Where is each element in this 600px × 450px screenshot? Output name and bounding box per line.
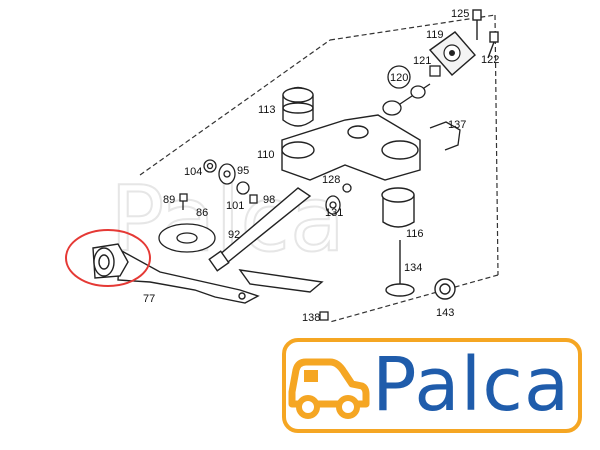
highlighted-bushing bbox=[92, 243, 129, 279]
bolt-125 bbox=[472, 9, 482, 40]
label-131: 131 bbox=[325, 207, 343, 219]
highlight-circle bbox=[65, 229, 151, 287]
washer-131 bbox=[325, 195, 341, 215]
label-125: 125 bbox=[451, 8, 469, 20]
washer-104 bbox=[203, 159, 217, 173]
label-98: 98 bbox=[263, 194, 275, 206]
label-128: 128 bbox=[322, 174, 340, 186]
washer-95 bbox=[218, 163, 236, 185]
bolt-122 bbox=[487, 31, 499, 59]
label-137: 137 bbox=[448, 119, 466, 131]
washer-101 bbox=[236, 181, 250, 195]
screw-89 bbox=[179, 193, 188, 210]
disc-86 bbox=[158, 223, 216, 253]
subframe bbox=[281, 114, 421, 181]
nut-121 bbox=[429, 65, 441, 77]
logo-frame bbox=[282, 338, 582, 433]
logo-text: Palca bbox=[372, 342, 571, 428]
label-113: 113 bbox=[258, 104, 276, 116]
label-138: 138 bbox=[302, 312, 320, 324]
screw-138 bbox=[319, 311, 329, 321]
label-121: 121 bbox=[413, 55, 431, 67]
bushing-113 bbox=[282, 86, 314, 127]
label-104: 104 bbox=[184, 166, 202, 178]
frame-lines bbox=[139, 14, 499, 323]
bushing-116 bbox=[381, 187, 415, 228]
bracket-137 bbox=[429, 121, 461, 151]
label-120: 120 bbox=[390, 72, 408, 84]
label-134: 134 bbox=[404, 262, 422, 274]
label-143: 143 bbox=[436, 307, 454, 319]
car-icon bbox=[288, 358, 370, 419]
callouts: 125 119 122 121 120 113 137 110 104 95 9… bbox=[143, 8, 499, 324]
top-mount-plate bbox=[428, 31, 476, 76]
label-77: 77 bbox=[143, 293, 155, 305]
label-95: 95 bbox=[237, 165, 249, 177]
washer-128 bbox=[342, 183, 352, 193]
label-110: 110 bbox=[257, 149, 275, 161]
bolt-98 bbox=[249, 194, 258, 204]
label-89: 89 bbox=[163, 194, 175, 206]
bolt-134 bbox=[385, 240, 415, 297]
label-92: 92 bbox=[228, 229, 240, 241]
ring-143 bbox=[434, 278, 456, 300]
label-116: 116 bbox=[406, 228, 424, 240]
callout-ring-120 bbox=[387, 65, 411, 89]
strut-rod-92 bbox=[208, 187, 312, 272]
label-101: 101 bbox=[226, 200, 244, 212]
spindle-120 bbox=[382, 83, 431, 116]
label-122: 122 bbox=[481, 54, 499, 66]
label-86: 86 bbox=[196, 207, 208, 219]
label-119: 119 bbox=[426, 29, 444, 41]
